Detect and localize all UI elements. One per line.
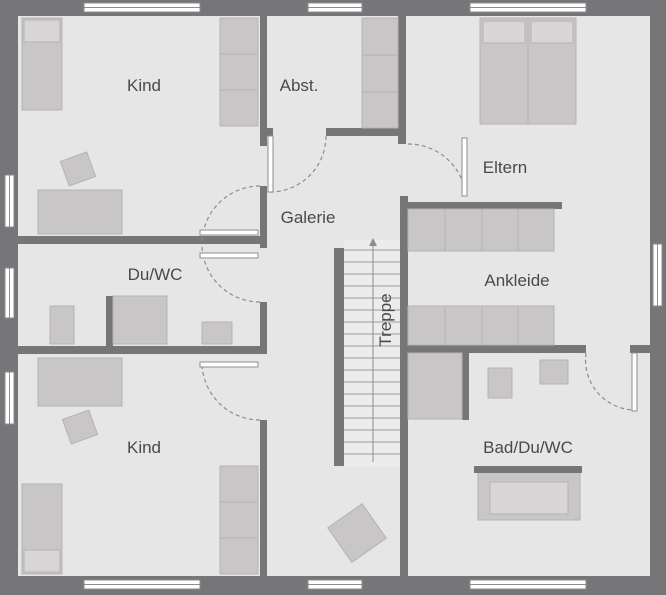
staircase: [344, 238, 400, 466]
door-leaf-abst: [267, 135, 274, 193]
wardrobe-ankleide-top: [407, 208, 555, 252]
desk-kind-top: [37, 189, 123, 235]
shelf-abst: [361, 17, 399, 129]
wardrobe-ankleide-bottom: [407, 305, 555, 346]
sink-duwc: [201, 321, 233, 345]
room-label-kind-bottom: Kind: [127, 438, 161, 457]
room-label-abst: Abst.: [280, 76, 319, 95]
room-label-kind-top: Kind: [127, 76, 161, 95]
shower-duwc: [112, 295, 168, 345]
door-leaf-kind-bottom: [199, 361, 259, 368]
sink-bad-left: [487, 367, 513, 399]
toilet-duwc: [49, 305, 75, 345]
room-label-bad: Bad/Du/WC: [483, 438, 573, 457]
interior-walls: [18, 16, 650, 576]
room-label-ankleide: Ankleide: [484, 271, 549, 290]
pillow-eltern-left: [482, 20, 526, 44]
room-label-treppe: Treppe: [376, 293, 395, 346]
door-leaf-kind-top: [199, 229, 259, 236]
pillow-kind-top: [23, 19, 61, 43]
wardrobe-kind-top: [219, 17, 259, 127]
door-leaf-bad: [631, 352, 638, 412]
bathtub-bad-inner: [489, 481, 569, 515]
shower-bad: [407, 352, 463, 420]
door-swing-bad: [584, 352, 637, 411]
desk-kind-bottom: [37, 357, 123, 407]
door-swing-eltern: [407, 143, 467, 197]
stair-arrow-icon: [369, 238, 377, 246]
stair-treads: [344, 249, 400, 455]
sink-bad-right: [539, 359, 569, 385]
pillow-kind-bottom: [23, 549, 61, 573]
door-leaf-duwc: [199, 252, 259, 259]
door-leaves: [199, 135, 638, 412]
door-swing-kind-bottom: [201, 361, 261, 421]
pillow-eltern-right: [530, 20, 574, 44]
furniture: [21, 17, 581, 575]
wardrobe-kind-bottom: [219, 465, 259, 575]
room-label-eltern: Eltern: [483, 158, 527, 177]
chair-kind-top: [59, 151, 97, 187]
armchair-galerie: [327, 503, 387, 563]
door-leaf-eltern: [461, 137, 468, 197]
chair-kind-bottom: [61, 409, 99, 445]
door-swing-abst: [269, 135, 327, 193]
window-mullions: [9, 7, 658, 585]
bathtub-bad-rim: [474, 466, 582, 473]
room-label-galerie: Galerie: [281, 208, 336, 227]
room-label-duwc: Du/WC: [128, 265, 183, 284]
